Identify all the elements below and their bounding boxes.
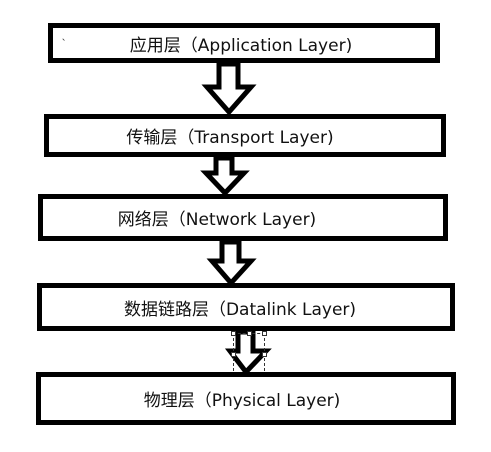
datalink-layer-box: 数据链路层（Datalink Layer): [37, 283, 455, 331]
resize-handle-top-right[interactable]: [262, 331, 267, 336]
resize-handle-top-left[interactable]: [231, 331, 236, 336]
stray-mark: 、: [62, 33, 70, 42]
down-arrow-1: [201, 61, 257, 116]
resize-handle-middle-right[interactable]: [262, 352, 267, 357]
network-layer-label: 网络层（Network Layer): [117, 210, 317, 230]
transport-layer-label: 传输层（Transport Layer): [126, 128, 334, 148]
application-layer-box: 应用层（Application Layer): [48, 23, 440, 63]
transport-layer-box: 传输层（Transport Layer): [44, 114, 446, 157]
down-arrow-4: [224, 329, 272, 376]
down-arrow-2: [200, 155, 250, 197]
physical-layer-label: 物理层（Physical Layer): [143, 391, 341, 411]
resize-handle-middle-left[interactable]: [231, 352, 236, 357]
application-layer-label: 应用层（Application Layer): [129, 35, 353, 56]
down-arrow-3: [206, 239, 257, 287]
network-layer-box: 网络层（Network Layer): [38, 194, 448, 241]
resize-handle-top-middle[interactable]: [247, 331, 252, 336]
datalink-layer-label: 数据链路层（Datalink Layer): [123, 299, 357, 320]
physical-layer-box: 物理层（Physical Layer): [36, 372, 456, 425]
arrow-selection-frame[interactable]: [231, 331, 267, 378]
